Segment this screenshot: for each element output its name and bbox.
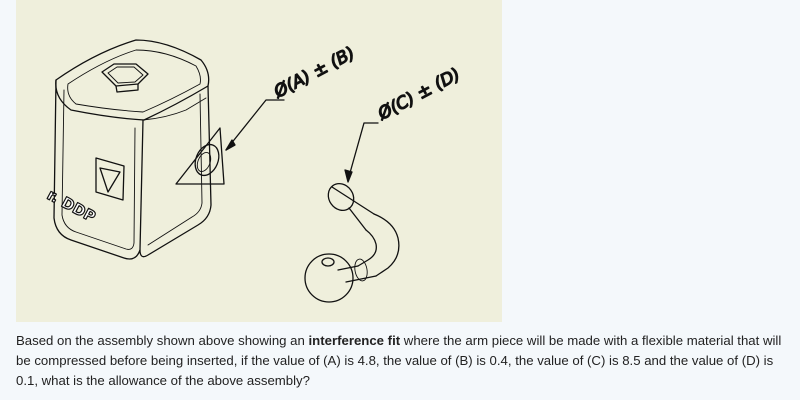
question-part-1: Based on the assembly shown above showin… — [16, 333, 309, 348]
assembly-figure: r. DDP Ø(A) ± (B) Ø(C) ± (D) — [16, 0, 502, 322]
dimension-label-a: Ø(A) ± (B) — [270, 43, 358, 103]
leader-line-c — [344, 122, 379, 183]
question-emphasis: interference fit — [308, 333, 401, 348]
leader-line-a — [225, 99, 285, 151]
triangle-hole-feature — [175, 127, 225, 185]
cube-block — [53, 39, 212, 260]
question-text: Based on the assembly shown above showin… — [16, 331, 794, 391]
assembly-drawing: r. DDP Ø(A) ± (B) Ø(C) ± (D) — [44, 39, 464, 303]
dimension-label-c: Ø(C) ± (D) — [374, 65, 464, 125]
square-triangle-mark — [95, 157, 125, 201]
block-engraving: r. DDP — [44, 186, 98, 226]
question-part-2: where the arm piece will be made with a … — [16, 333, 782, 388]
arm-piece — [304, 182, 400, 303]
hex-socket-icon — [101, 63, 149, 93]
